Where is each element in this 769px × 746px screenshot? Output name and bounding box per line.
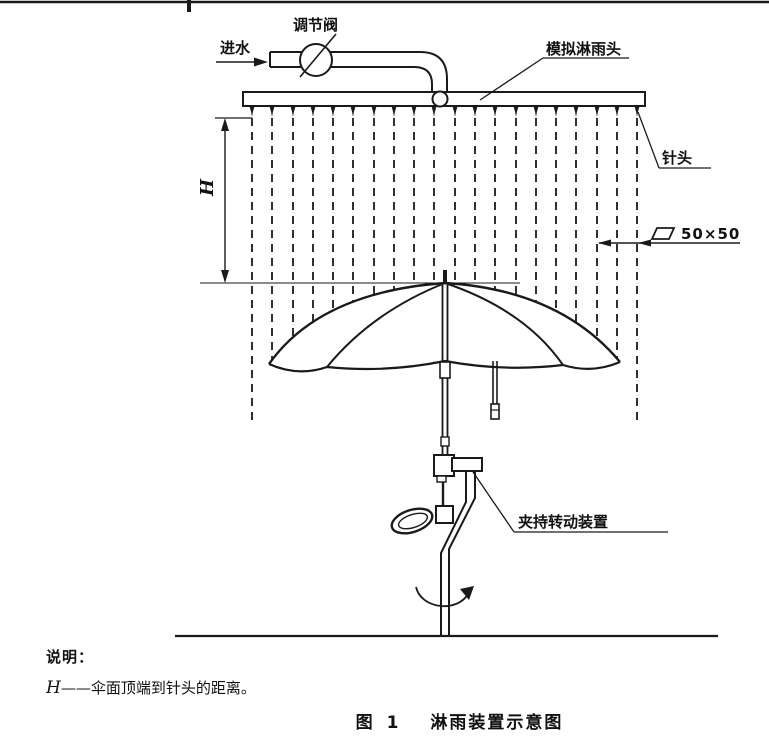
grid-dimension [598,227,740,247]
figure-caption: 图 1 淋雨装置示意图 [0,708,769,733]
valve-label: 调节阀 [293,16,338,34]
needle-label: 针头 [662,149,692,167]
grid-size-label: 50×50 [681,225,740,243]
clamp-leader [472,471,668,533]
water-inlet-label: 进水 [220,39,251,57]
water-streams [251,118,638,420]
arrow-down-icon [221,270,229,283]
umbrella-tie [490,361,500,420]
regulating-valve [299,33,337,78]
umbrella [268,270,621,535]
figure-title: 淋雨装置示意图 [430,713,564,733]
rotation-arrow [415,586,474,608]
arrow-up-icon [221,118,229,131]
arrow-left-icon [598,239,611,247]
support-rod [440,471,476,636]
supply-pipe [269,51,448,92]
notes-heading: 说明： [46,648,95,666]
notes-h-description: ——伞面顶端到针头的距离。 [60,679,256,698]
figure-number: 图 1 [355,713,403,733]
notes-line: H——伞面顶端到针头的距离。 [46,675,256,701]
h-dimension [200,117,520,284]
page-border [0,0,769,12]
pipe-connector [431,90,449,108]
rain-head-label: 模拟淋雨头 [546,40,621,58]
water-inlet-arrow [216,57,268,67]
umbrella-handle [390,478,454,535]
h-dimension-label: H [197,178,218,197]
arrow-right-icon [254,57,268,67]
clamp-device [433,454,483,483]
needles [249,106,640,117]
arrow-left-icon [638,239,651,247]
clamp-label: 夹持转动装置 [518,513,608,531]
arrow-curved-icon [460,586,474,600]
rain-head-leader [479,57,629,101]
needle-leader [637,111,711,169]
parallelogram-icon [650,227,676,240]
notes-h-symbol: H [46,678,61,699]
notes-block: 说明： H——伞面顶端到针头的距离。 [46,646,256,702]
